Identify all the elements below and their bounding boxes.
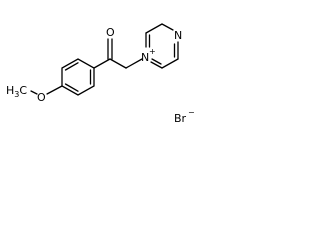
bond-ring-carbonyl bbox=[93, 58, 111, 69]
ether-oxygen-label: O bbox=[37, 91, 46, 104]
ketone-oxygen-label: O bbox=[106, 26, 115, 39]
benzene-double-bond-3 bbox=[64, 83, 79, 92]
bond-carbonyl-methylene bbox=[109, 58, 127, 69]
bond-oxygen-ring bbox=[46, 85, 63, 95]
methoxy-carbon-c: C bbox=[19, 84, 27, 97]
pyrazinium-charge: + bbox=[149, 47, 156, 56]
pyrazine-bond-c6-n1 bbox=[150, 61, 163, 69]
benzene-double-bond-1 bbox=[64, 62, 79, 71]
bond-methylene-nitrogen bbox=[125, 58, 143, 69]
chemical-structure-diagram: H3C O O N + N Br − bbox=[6, 23, 195, 125]
benzene-ring bbox=[61, 58, 95, 96]
pyrazine-double-bond-c6-n1 bbox=[151, 58, 162, 65]
pyrazinium-nitrogen-label: N bbox=[141, 51, 149, 64]
pyrazine-nitrogen-label: N bbox=[174, 29, 182, 42]
bromide-label: Br bbox=[174, 112, 187, 125]
methoxy-carbon-label: H3C bbox=[6, 84, 27, 99]
methoxy-carbon-subscript: 3 bbox=[14, 90, 19, 99]
methoxy-carbon-h: H bbox=[6, 84, 14, 97]
bond-methyl-oxygen bbox=[30, 90, 38, 95]
bromide-charge: − bbox=[188, 108, 195, 117]
pyrazine-bond-c2-c3 bbox=[145, 23, 163, 34]
pyrazine-bond-c5-c6 bbox=[161, 58, 179, 69]
pyrazine-bond-c3-n4 bbox=[161, 23, 174, 31]
